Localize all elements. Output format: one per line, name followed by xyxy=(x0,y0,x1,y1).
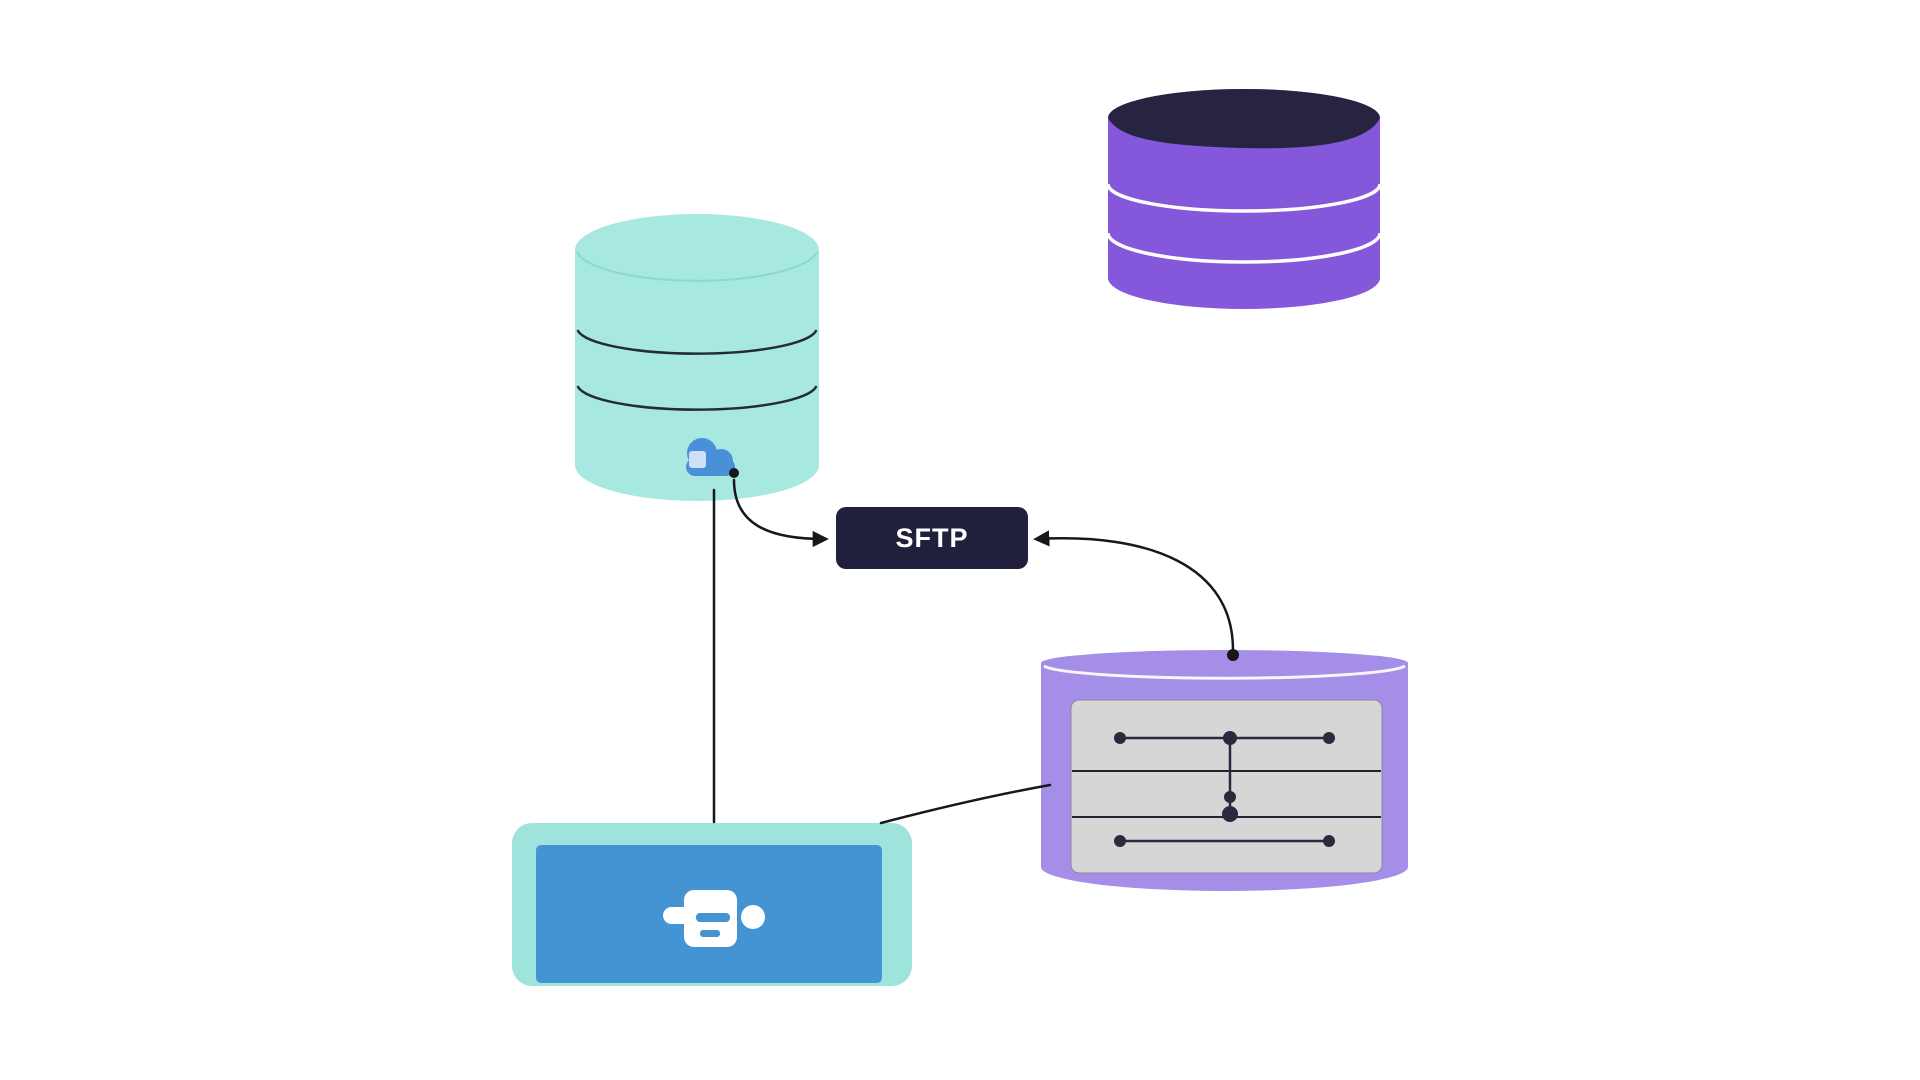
server-panel xyxy=(1070,699,1383,874)
connector-app-to-server xyxy=(879,783,1052,825)
connectors xyxy=(712,468,1239,825)
sftp-node: SFTP xyxy=(836,507,1028,569)
teal-database-cylinder xyxy=(575,214,819,501)
server-node-graph-icon xyxy=(1114,731,1335,847)
app-box xyxy=(512,823,912,986)
connector-server-to-sftp xyxy=(1033,530,1235,652)
teal-database-body xyxy=(575,214,819,501)
sftp-label: SFTP xyxy=(895,523,968,553)
connector-teal-to-sftp xyxy=(732,478,829,548)
document-icon-line-2 xyxy=(700,930,720,937)
cloud-inner-square xyxy=(689,451,706,468)
purple-database-separator-2 xyxy=(1106,232,1382,264)
purple-database-cylinder xyxy=(1106,89,1382,309)
teal-database-top-rim xyxy=(576,251,818,282)
teal-database-separator-1 xyxy=(576,329,818,355)
server-top-rim xyxy=(1043,664,1406,680)
teal-database-separator-2 xyxy=(576,385,818,411)
purple-server-cylinder xyxy=(1041,650,1408,891)
document-icon-dot xyxy=(741,905,765,929)
purple-database-lid xyxy=(1108,89,1380,149)
document-icon-line xyxy=(696,913,730,922)
connector-server-dot xyxy=(1227,649,1239,661)
connector-start-dot xyxy=(729,468,739,478)
cloud-storage-icon xyxy=(686,438,735,476)
purple-database-separator-1 xyxy=(1106,183,1382,213)
document-icon xyxy=(663,890,765,947)
sftp-box xyxy=(836,507,1028,569)
